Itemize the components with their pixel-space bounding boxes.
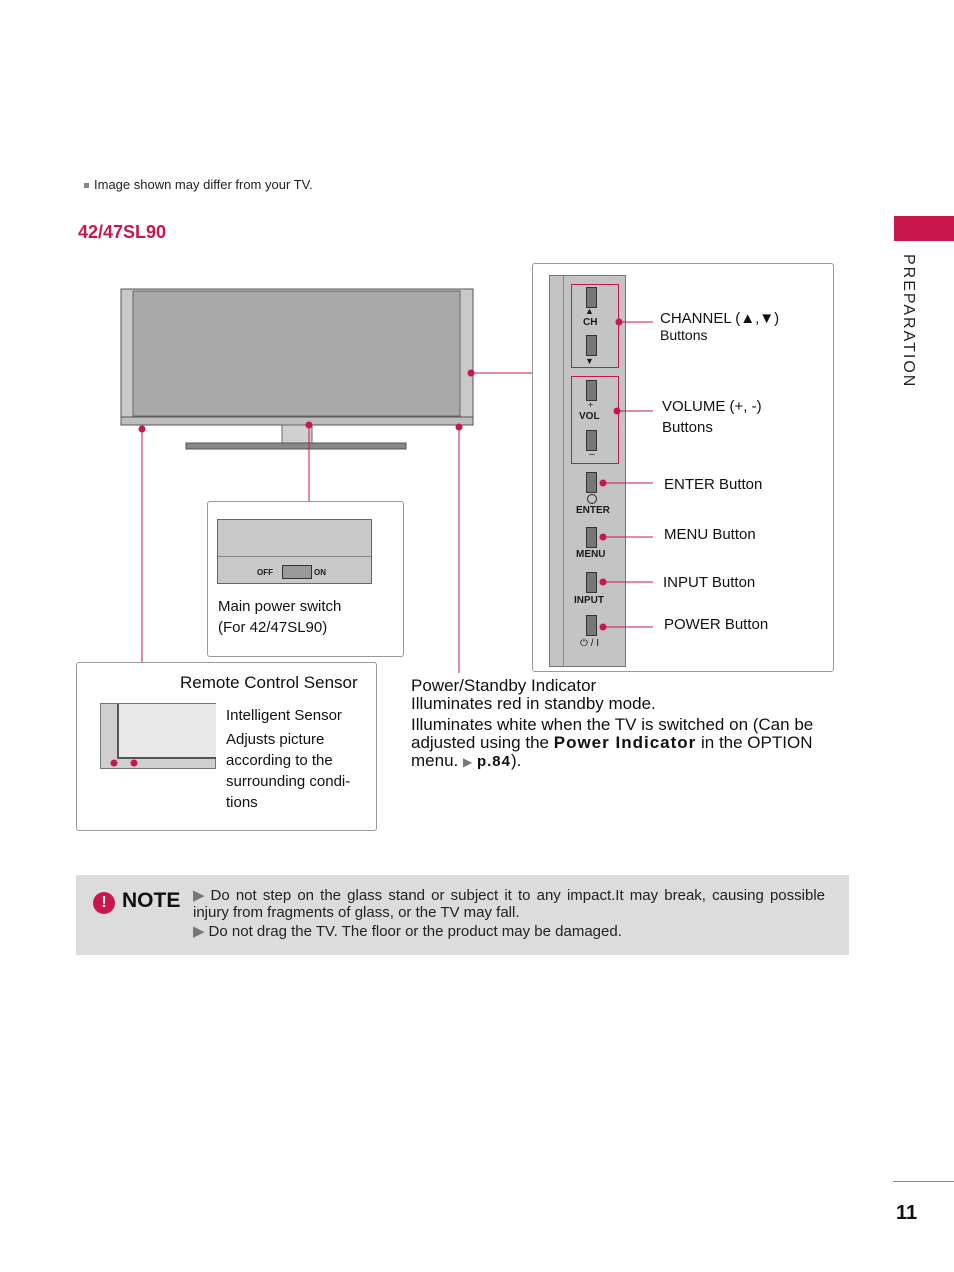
- power-switch-slider: [282, 565, 312, 579]
- power-indicator-title: Power/Standby Indicator: [411, 676, 597, 695]
- switch-off-label: OFF: [257, 568, 273, 577]
- menu-key[interactable]: [586, 527, 597, 548]
- section-tab-label: PREPARATION: [900, 254, 917, 389]
- power-switch-image: OFF ON: [217, 519, 372, 584]
- strip-ch-label: CH: [583, 317, 598, 328]
- input-key[interactable]: [586, 572, 597, 593]
- exclamation-icon: !: [93, 892, 115, 914]
- page-number-rule: [893, 1181, 954, 1182]
- channel-down-key[interactable]: [586, 335, 597, 356]
- intelligent-sensor-line-1: Adjusts picture: [226, 731, 325, 748]
- strip-power-label: ⏻ / I: [580, 638, 600, 649]
- note-item-1: ▶Do not step on the glass stand or subje…: [193, 887, 825, 921]
- channel-down-arrow-icon: ▼: [585, 356, 594, 366]
- channel-group-outline: [571, 284, 619, 368]
- intelligent-sensor-line-2: according to the: [226, 752, 333, 769]
- strip-vol-label: VOL: [579, 411, 600, 422]
- enter-key[interactable]: [586, 472, 597, 493]
- power-indicator-line-2: Illuminates white when the TV is switche…: [411, 715, 814, 771]
- power-label: POWER Button: [664, 616, 769, 633]
- volume-down-key[interactable]: [586, 430, 597, 451]
- input-label: INPUT Button: [663, 574, 756, 591]
- remote-sensor-title: Remote Control Sensor: [180, 673, 358, 692]
- enter-label: ENTER Button: [664, 476, 763, 493]
- volume-up-key[interactable]: [586, 380, 597, 401]
- sensor-image: [100, 703, 216, 769]
- section-tab: [894, 216, 954, 241]
- strip-input-label: INPUT: [574, 595, 604, 606]
- strip-enter-label: ENTER: [576, 505, 610, 516]
- page-number: 11: [896, 1202, 918, 1224]
- bullet-arrow-icon: ▶: [193, 887, 207, 904]
- minus-icon: –: [589, 449, 595, 460]
- note-box: [76, 875, 849, 955]
- bullet-arrow-icon: ▶: [193, 923, 205, 940]
- enter-icon: [587, 494, 597, 504]
- image-disclaimer: Image shown may differ from your TV.: [84, 177, 313, 192]
- switch-on-label: ON: [314, 568, 326, 577]
- intelligent-sensor-title: Intelligent Sensor: [226, 707, 342, 724]
- plus-icon: +: [588, 400, 594, 410]
- power-switch-caption-2: (For 42/47SL90): [218, 619, 328, 636]
- intelligent-sensor-line-3: surrounding condi-: [226, 773, 351, 790]
- power-key[interactable]: [586, 615, 597, 636]
- channel-up-key[interactable]: [586, 287, 597, 308]
- volume-group-outline: [571, 376, 619, 464]
- note-label: NOTE: [122, 889, 181, 912]
- volume-sub: Buttons: [662, 419, 713, 436]
- intelligent-sensor-line-4: tions: [226, 794, 258, 811]
- ref-arrow-icon: ▶: [462, 755, 473, 769]
- volume-label: VOLUME (+, -): [662, 398, 762, 415]
- power-indicator-body: Illuminates red in standby mode. Illumin…: [411, 695, 836, 771]
- strip-menu-label: MENU: [576, 549, 606, 560]
- channel-label: CHANNEL (▲,▼): [660, 310, 780, 327]
- tv-screen: [132, 290, 461, 417]
- menu-label: MENU Button: [664, 526, 756, 543]
- power-indicator-line-1: Illuminates red in standby mode.: [411, 694, 656, 713]
- note-text: ▶Do not step on the glass stand or subje…: [193, 887, 825, 942]
- channel-sub: Buttons: [660, 327, 708, 343]
- power-switch-caption-1: Main power switch: [218, 598, 342, 615]
- note-item-2: ▶Do not drag the TV. The floor or the pr…: [193, 923, 622, 940]
- model-heading: 42/47SL90: [78, 222, 167, 242]
- channel-up-arrow-icon: ▲: [585, 306, 594, 316]
